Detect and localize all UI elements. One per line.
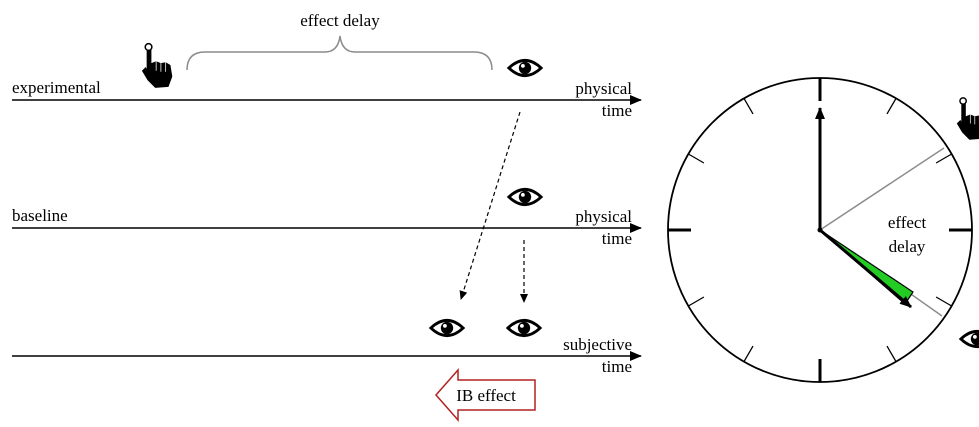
clock-action-hand [819,147,945,231]
clock-minute-hand [819,228,912,309]
eye-icon [429,318,465,338]
clock-tick-1 [886,98,897,115]
effect-delay-label: effect delay [300,11,380,30]
physical-label-baseline: physical [575,207,632,226]
baseline-label: baseline [12,206,68,225]
eye-icon [507,187,543,207]
eye-icon [959,329,979,349]
clock-tick-5 [886,345,897,362]
eye-icon [507,58,543,78]
physical-label-experimental: physical [575,79,632,98]
pointing-hand-icon [956,97,979,141]
clock-center [817,227,823,233]
clock-delay-label: delay [889,237,926,256]
clock-tick-2 [935,153,952,164]
time-label-baseline: time [602,229,632,248]
pointing-hand-icon [141,42,174,89]
ib-effect-label: IB effect [456,386,516,405]
eye-icon [506,318,542,338]
clock-tick-11 [743,98,754,115]
experimental-label: experimental [12,78,101,97]
clock-tick-8 [688,296,705,307]
clock-tick-10 [688,153,705,164]
subjective-label: subjective [563,335,632,354]
time-label-subjective: time [602,357,632,376]
clock-effect-label: effect [888,213,927,232]
clock-tick-7 [743,345,754,362]
clock-tick-4 [935,296,952,307]
dashed-arrow-experimental [459,111,521,300]
ib-effect-arrow [435,368,536,422]
time-label-experimental: time [602,101,632,120]
effect-delay-brace [186,35,493,71]
clock: effect delay [667,77,973,383]
